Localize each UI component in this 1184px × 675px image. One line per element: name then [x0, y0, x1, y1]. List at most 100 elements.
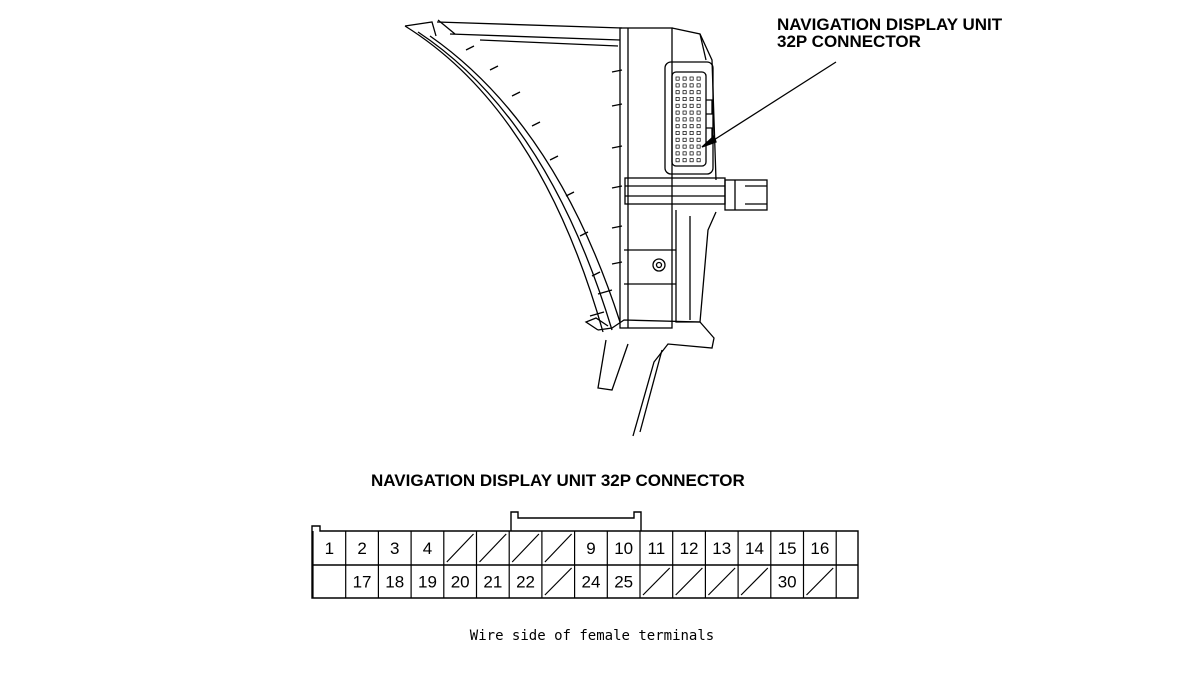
socket-pin — [682, 137, 687, 142]
socket-pin — [675, 117, 680, 122]
callout-leader — [701, 61, 837, 148]
mounting-screw — [652, 258, 666, 272]
socket-pin — [696, 90, 701, 95]
socket-pin — [689, 137, 694, 142]
terminal-number: 16 — [810, 539, 829, 558]
navigation-display-unit-drawing — [404, 19, 768, 437]
socket-pin — [682, 103, 687, 108]
terminal-number: 20 — [451, 573, 470, 592]
terminal-number: 2 — [357, 539, 366, 558]
socket-pin — [682, 83, 687, 88]
socket-pin — [675, 131, 680, 135]
unused-terminal-slash — [511, 533, 540, 563]
connector-face — [311, 511, 859, 599]
socket-pin — [682, 131, 687, 135]
unused-terminal-slash — [806, 567, 834, 596]
terminal-number: 12 — [680, 539, 699, 558]
connector-title: NAVIGATION DISPLAY UNIT 32P CONNECTOR — [371, 471, 745, 490]
terminal-number: 11 — [648, 539, 666, 558]
socket-pins — [675, 76, 701, 163]
mounting-bracket — [624, 177, 726, 205]
connector-outline — [311, 525, 859, 599]
socket-pin — [682, 117, 687, 122]
terminal-number: 1 — [325, 539, 334, 558]
socket-pin — [689, 103, 694, 108]
socket-pin — [675, 144, 680, 149]
terminal-number: 10 — [614, 539, 633, 558]
socket-pin — [696, 83, 701, 88]
socket-pin — [682, 151, 687, 156]
diagram-caption: Wire side of female terminals — [469, 628, 715, 644]
terminal-number: 14 — [745, 539, 764, 558]
bezel-inner-curve-2 — [429, 35, 621, 323]
socket-pin — [675, 137, 680, 142]
socket-pin — [689, 158, 694, 163]
socket-pin — [675, 90, 680, 95]
socket-pin — [689, 90, 694, 95]
unused-terminal-slash — [707, 567, 736, 596]
socket-pin — [682, 158, 687, 163]
socket-pin — [689, 144, 694, 149]
socket-pin — [682, 90, 687, 95]
connector-lock-tab — [510, 511, 642, 531]
socket-pin — [689, 97, 694, 101]
terminal-number: 18 — [385, 573, 404, 592]
terminal-number: 13 — [712, 539, 731, 558]
socket-pin — [675, 76, 680, 81]
socket-pin — [675, 151, 680, 156]
terminal-number: 22 — [516, 573, 535, 592]
unused-terminal-slash — [740, 567, 769, 596]
socket-pin — [689, 76, 694, 81]
socket-pin — [696, 124, 701, 129]
unused-terminal-slash — [544, 567, 573, 596]
terminal-number: 30 — [778, 573, 797, 592]
socket-pin — [696, 117, 701, 122]
terminal-number: 25 — [614, 573, 633, 592]
socket-pin — [682, 110, 687, 115]
socket-pin — [689, 117, 694, 122]
socket-pin — [696, 158, 701, 163]
socket-pin — [682, 124, 687, 129]
socket-pin — [689, 131, 694, 135]
terminal-number: 3 — [390, 539, 399, 558]
socket-pin — [689, 124, 694, 129]
terminal-number: 15 — [778, 539, 797, 558]
socket-pin — [682, 144, 687, 149]
terminal-number: 19 — [418, 573, 437, 592]
callout-label-line2: 32P CONNECTOR — [777, 32, 921, 51]
socket-pin — [696, 151, 701, 156]
terminal-number: 9 — [586, 539, 595, 558]
socket-pin — [689, 110, 694, 115]
socket-pin — [689, 151, 694, 156]
bezel-outer-curve — [404, 25, 604, 333]
socket-pin — [696, 76, 701, 81]
socket-pin — [682, 97, 687, 101]
unused-terminal-slash — [642, 567, 671, 596]
socket-pin — [696, 144, 701, 149]
terminal-number: 24 — [581, 573, 600, 592]
socket-pin — [675, 158, 680, 163]
unused-terminal-slash — [479, 533, 507, 563]
unit-base — [597, 319, 715, 437]
socket-pin — [675, 124, 680, 129]
socket-pin — [696, 110, 701, 115]
unused-terminal-slash — [675, 567, 703, 596]
callout-label-line1: NAVIGATION DISPLAY UNIT — [777, 15, 1003, 34]
terminal-number: 21 — [483, 573, 502, 592]
socket-pin — [689, 83, 694, 88]
socket-pin — [696, 131, 701, 135]
socket-pin — [675, 110, 680, 115]
connector-socket — [664, 61, 714, 175]
unused-terminal-slash — [446, 533, 474, 563]
socket-pin — [675, 103, 680, 108]
terminal-number: 4 — [423, 539, 432, 558]
socket-pin — [696, 137, 701, 142]
bezel-inner-curve — [417, 31, 613, 331]
socket-pin — [696, 103, 701, 108]
socket-pin — [696, 97, 701, 101]
socket-pin — [675, 83, 680, 88]
